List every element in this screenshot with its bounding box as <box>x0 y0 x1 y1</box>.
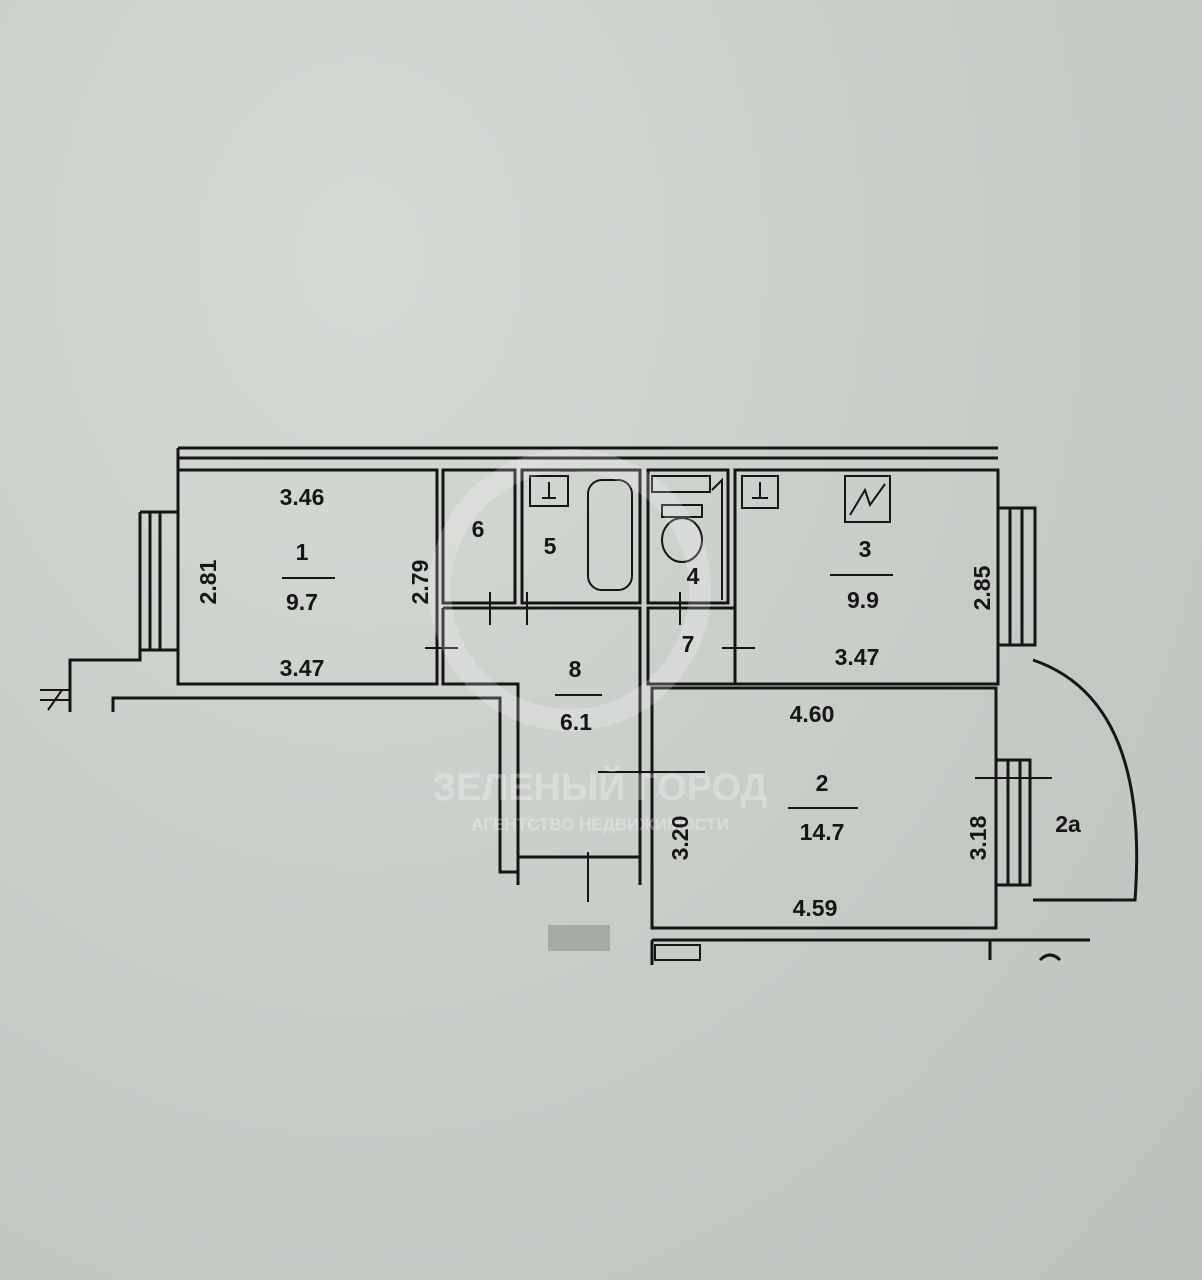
room-2: 4.60 2 14.7 4.59 3.20 3.18 <box>667 701 991 921</box>
dimension-label: 2.79 <box>407 560 433 605</box>
dimension-label: 4.60 <box>790 701 835 727</box>
room-area: 9.9 <box>847 587 879 613</box>
room-number: 2 <box>816 770 829 796</box>
watermark-logo: ЗЕЛЕНЫЙ ГОРОД АГЕНТСТВО НЕДВИЖИМОСТИ <box>429 449 768 834</box>
dimension-label: 2.81 <box>195 559 221 604</box>
bathtub-icon <box>587 479 633 591</box>
room-7-number: 7 <box>682 631 695 657</box>
room-area: 9.7 <box>286 589 318 615</box>
room-6-number: 6 <box>472 516 485 542</box>
room-1: 3.46 1 9.7 3.47 2.81 2.79 <box>195 484 433 681</box>
dimension-label: 2.85 <box>969 565 995 610</box>
dimension-label: 3.47 <box>280 655 325 681</box>
dimension-label: 3.20 <box>667 816 693 861</box>
dimension-label: 3.47 <box>835 644 880 670</box>
svg-text:АГЕНТСТВО НЕДВИЖИМОСТИ: АГЕНТСТВО НЕДВИЖИМОСТИ <box>471 815 729 834</box>
door-markers <box>425 592 1052 902</box>
svg-text:ЗЕЛЕНЫЙ ГОРОД: ЗЕЛЕНЫЙ ГОРОД <box>432 764 767 809</box>
room-area: 14.7 <box>800 819 845 845</box>
room-3: 3 9.9 3.47 2.85 <box>830 536 995 670</box>
room-2a-number: 2а <box>1055 811 1081 837</box>
room-number: 8 <box>569 656 582 682</box>
room-5-number: 5 <box>544 533 557 559</box>
walls <box>68 446 1139 965</box>
dimension-label: 3.18 <box>965 815 991 860</box>
room-area: 6.1 <box>560 709 592 735</box>
section-marker <box>40 689 70 711</box>
fixtures <box>529 475 891 600</box>
sink-icon <box>529 475 569 507</box>
room-number: 1 <box>296 539 309 565</box>
room-4-number: 4 <box>687 563 700 589</box>
dimension-label: 4.59 <box>793 895 838 921</box>
room-8: 8 6.1 <box>555 656 602 735</box>
dimension-label: 3.46 <box>280 484 325 510</box>
blurred-label <box>548 925 610 951</box>
kitchen-sink-icon <box>741 475 779 509</box>
stove-icon <box>844 475 891 523</box>
room-number: 3 <box>859 536 872 562</box>
